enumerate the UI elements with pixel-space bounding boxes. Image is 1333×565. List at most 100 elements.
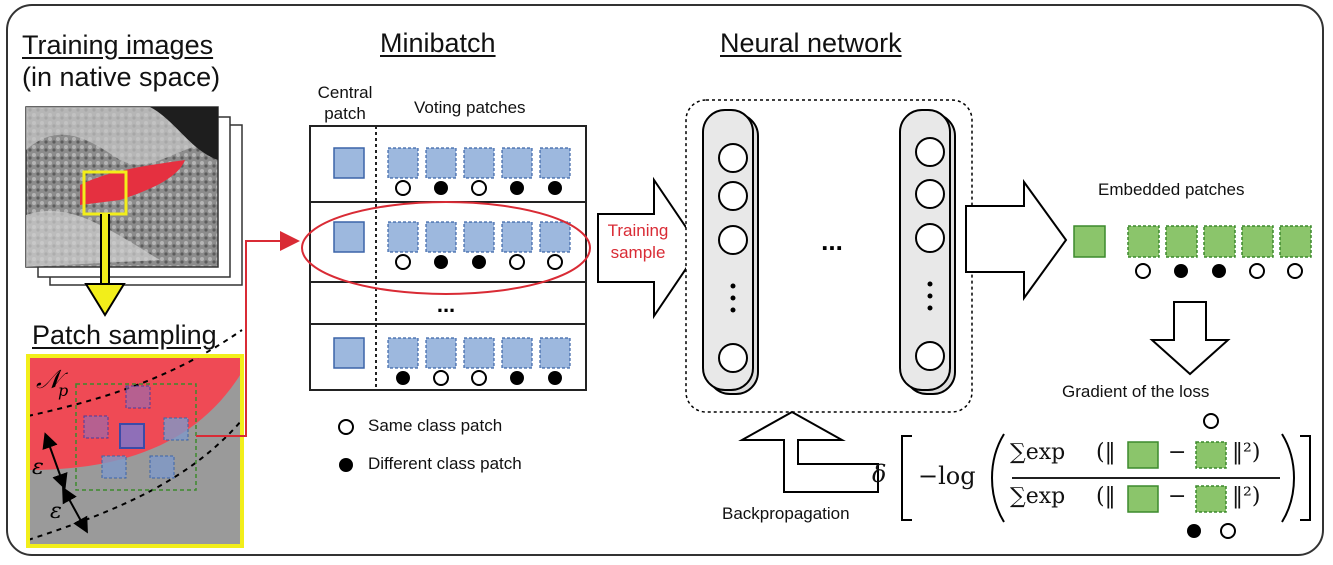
loss-norm-den: ‖²) [1232,484,1261,509]
same-class-marker [1135,263,1151,279]
same-class-marker [395,254,411,270]
loss-open-den: (‖ [1096,484,1116,509]
same-class-marker [1249,263,1265,279]
network-layer-2 [899,109,956,395]
same-class-marker [433,370,449,386]
loss-neg-log: −log [918,462,976,490]
minibatch-table [309,125,587,391]
training-sample-ellipse [301,201,591,295]
embedded-patches [1073,225,1312,279]
loss-same-marker [1203,413,1219,429]
training-image-stack [25,106,243,286]
backpropagation-arrow [738,410,879,493]
different-class-marker [396,371,410,385]
central-patch-label: Central patch [317,83,373,123]
gradient-arrow [1149,301,1231,376]
different-class-marker [434,181,448,195]
sampling-arrow [84,214,126,317]
voting-patch [425,221,457,253]
loss-diff-marker [1187,524,1201,538]
loss-central-patch-num [1127,441,1159,469]
voting-patch [539,221,571,253]
brain-mri-slice [25,106,219,268]
voting-patch [463,337,495,369]
loss-voting-patch-den [1195,485,1227,513]
different-class-marker [548,371,562,385]
loss-sum-exp-num: ∑exp [1010,440,1066,465]
embedded-voting-patch [1203,225,1236,258]
patch-sampling-box [26,329,244,548]
voting-patch [425,337,457,369]
legend-same-label: Same class patch [368,416,503,435]
heading-minibatch: Minibatch [380,28,496,58]
training-sample-label: Training sample [607,221,669,262]
embedded-voting-patch [1165,225,1198,258]
loss-delta: δ [872,460,887,488]
different-class-marker [472,255,486,269]
legend-different-label: Different class patch [368,454,522,473]
embedded-patches-label: Embedded patches [1098,180,1245,199]
epsilon-label-2: ε [50,499,62,524]
different-class-marker [1174,264,1188,278]
minibatch-row [333,147,571,196]
voting-patch [501,337,533,369]
voting-patch [387,221,419,253]
loss-formula [901,413,1311,539]
voting-patch [387,147,419,179]
voting-patch [463,147,495,179]
embedded-voting-patch [1241,225,1274,258]
heading-native-space: (in native space) [22,62,221,92]
sample-connector-arrow [196,231,300,437]
loss-minus-den: − [1168,484,1187,509]
loss-open-num: (‖ [1096,440,1116,465]
different-class-marker [510,181,524,195]
same-class-marker [509,254,525,270]
heading-training-images: Training images [22,30,214,60]
loss-sum-exp-den: ∑exp [1010,484,1066,509]
embedding-arrow [965,178,1068,302]
minibatch-ellipsis: ... [437,292,455,317]
voting-patch [425,147,457,179]
voting-patch [501,221,533,253]
voting-patches-label: Voting patches [414,98,526,117]
loss-minus-num: − [1168,440,1187,465]
training-sample-arrow [597,176,702,320]
backpropagation-label: Backpropagation [722,504,850,523]
embedded-central-patch [1073,225,1106,258]
same-class-marker [395,180,411,196]
neural-network: ... [685,99,973,413]
figure-frame [6,4,1324,556]
heading-patch-sampling: Patch sampling [32,320,217,350]
central-patch [333,147,365,179]
same-class-marker [471,180,487,196]
same-class-marker [471,370,487,386]
embedded-voting-patch [1127,225,1160,258]
voting-patch [463,221,495,253]
different-class-marker [510,371,524,385]
loss-norm-num: ‖²) [1232,440,1261,465]
same-class-marker [1287,263,1303,279]
legend [338,419,354,472]
loss-same-marker-2 [1220,523,1236,539]
central-patch [333,221,365,253]
gradient-label: Gradient of the loss [1062,382,1210,401]
same-class-marker [547,254,563,270]
different-class-marker [1212,264,1226,278]
central-patch [333,337,365,369]
minibatch-row [333,337,571,386]
legend-open-marker [338,419,354,435]
different-class-marker [434,255,448,269]
voting-patch [539,337,571,369]
loss-voting-patch-num [1195,441,1227,469]
embedded-voting-patch [1279,225,1312,258]
different-class-marker [548,181,562,195]
voting-patch [501,147,533,179]
np-subscript: p [58,381,68,400]
voting-patch [387,337,419,369]
legend-filled-marker [339,458,353,472]
voting-patch [539,147,571,179]
network-layers-ellipsis: ... [821,226,843,256]
epsilon-label-1: ε [32,455,44,480]
heading-neural-network: Neural network [720,28,902,58]
